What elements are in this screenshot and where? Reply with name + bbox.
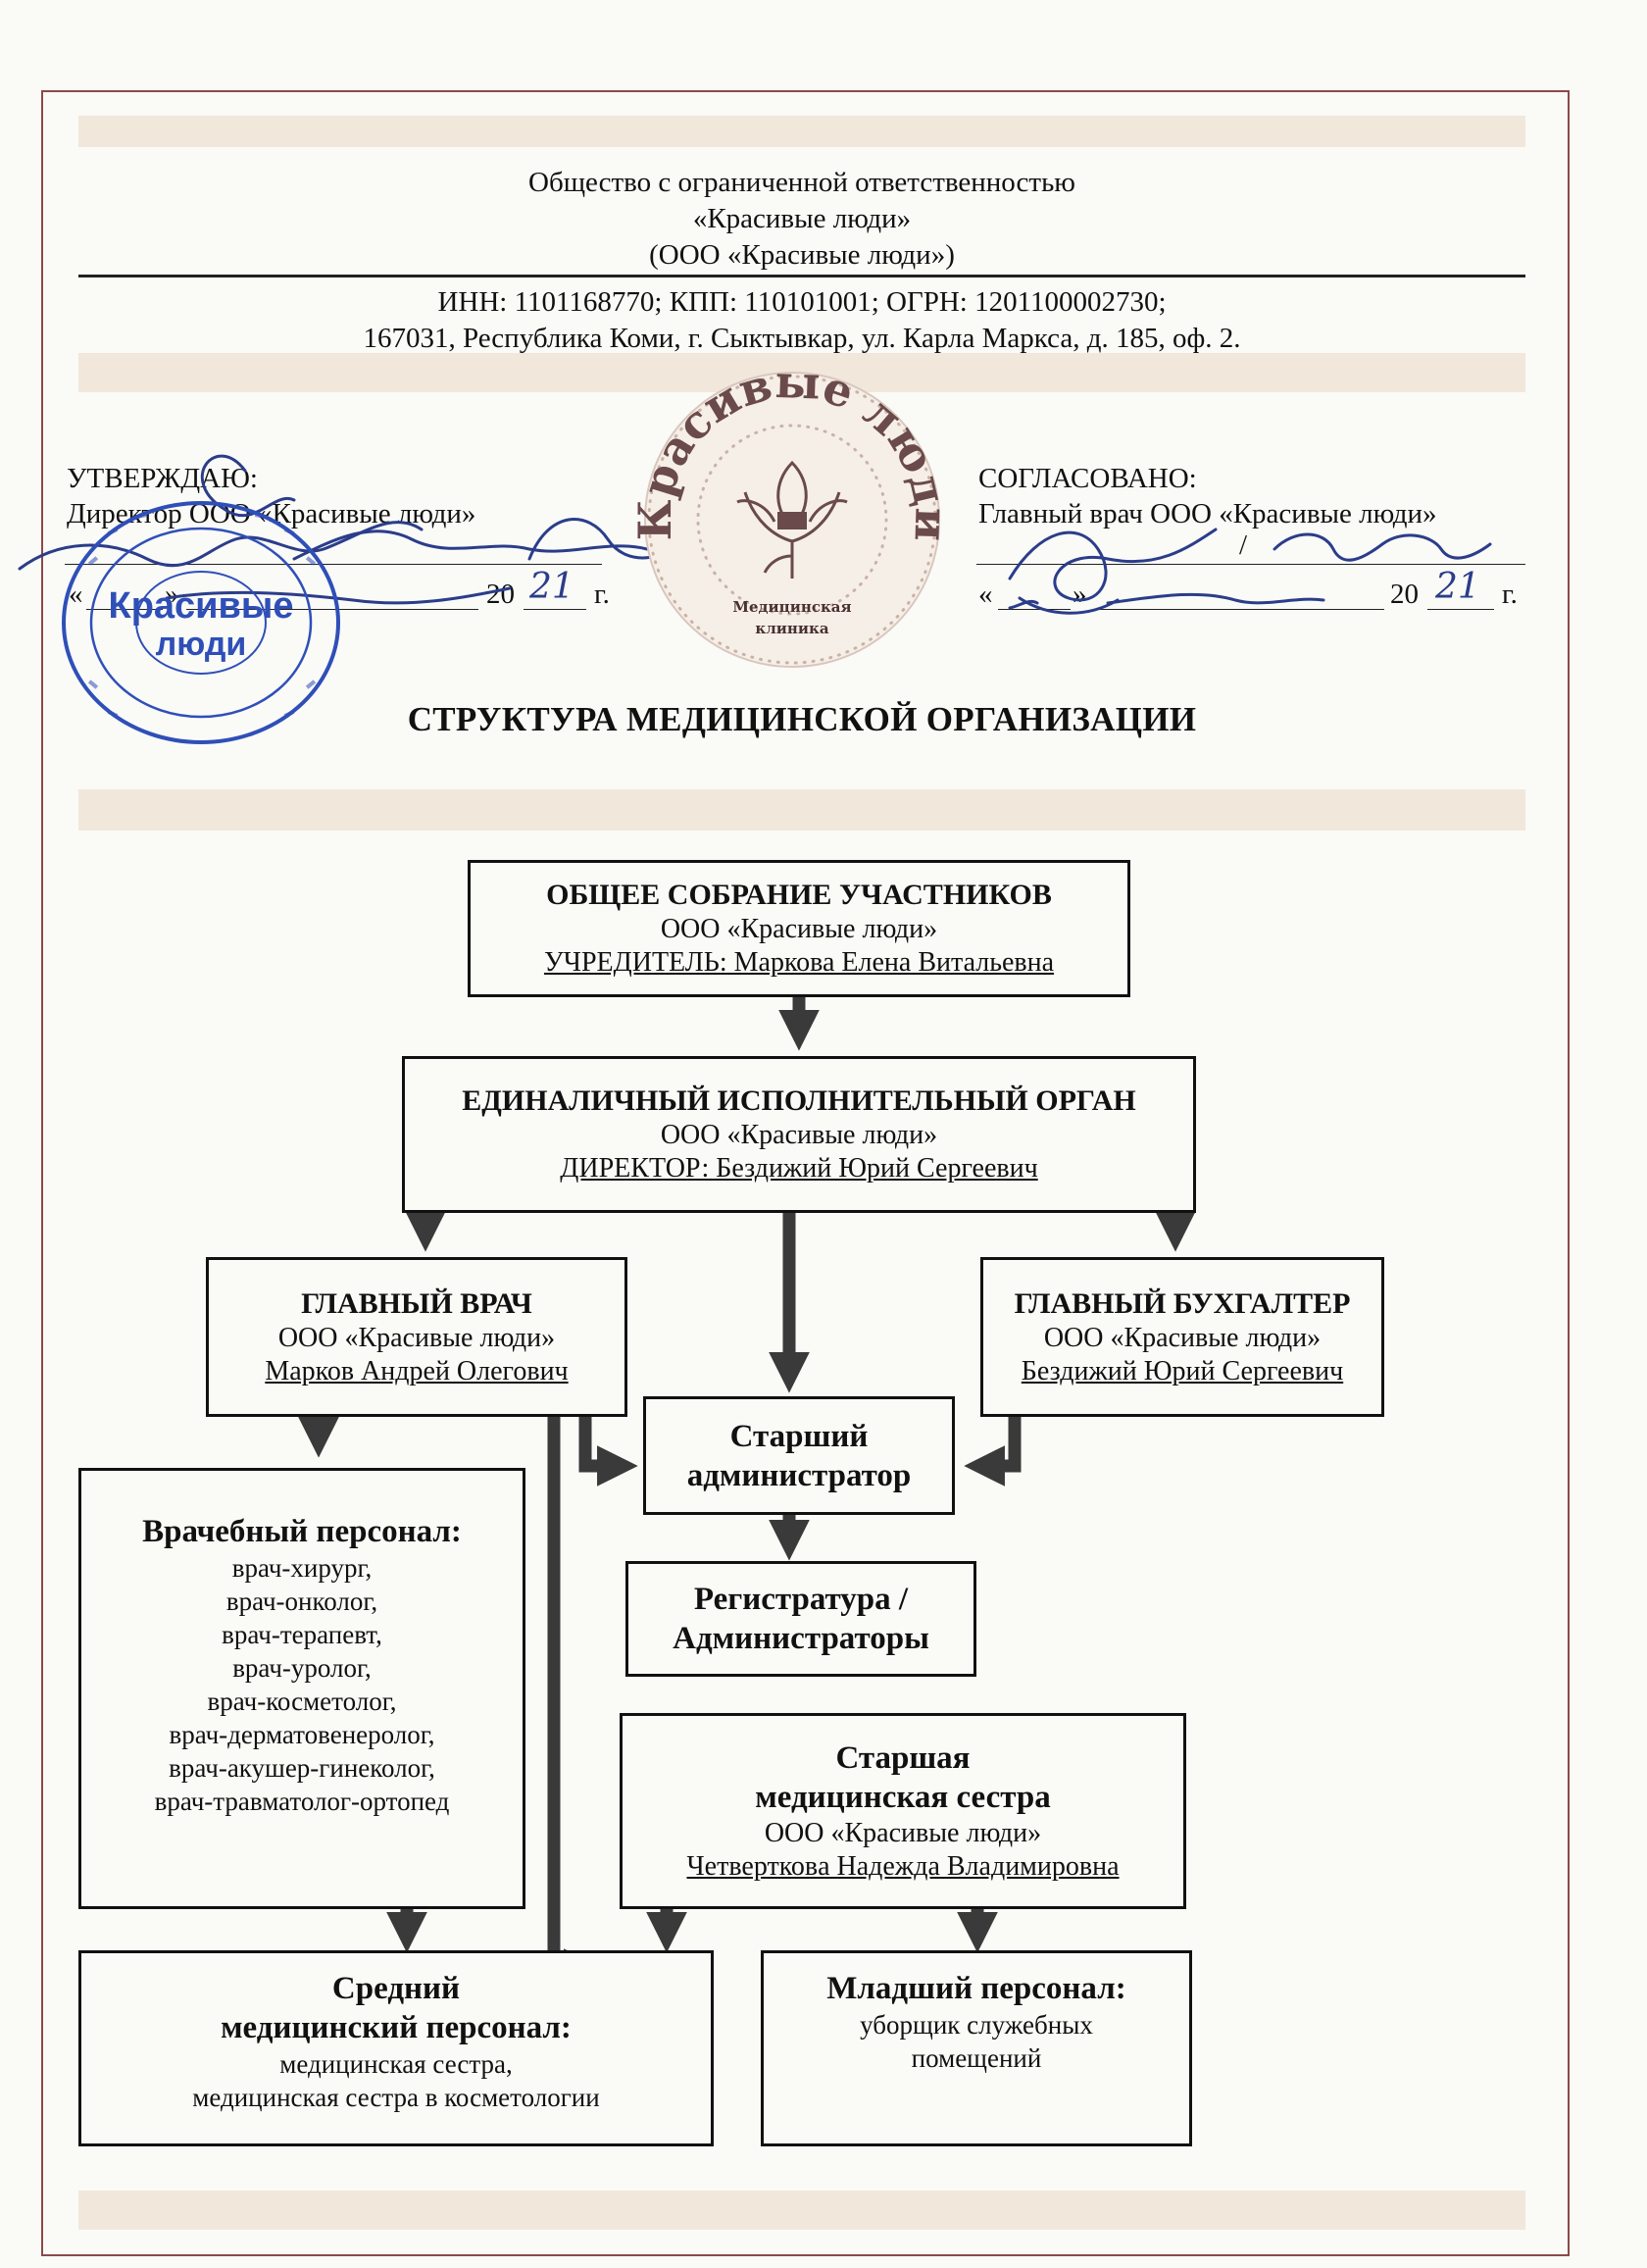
approve-signature-line	[65, 564, 602, 565]
chief-accountant-name: Бездижий Юрий Сергеевич	[1021, 1355, 1344, 1386]
agree-year-prefix: 20	[1390, 579, 1419, 610]
approve-month-line	[186, 609, 478, 610]
round-stamp: Красивые люди	[62, 501, 340, 744]
agree-year-suffix: 21	[1435, 567, 1480, 607]
approve-year-prefix: 20	[486, 579, 515, 610]
head-nurse-line1: Старшая	[835, 1740, 971, 1776]
chief-doctor-name: Марков Андрей Олегович	[265, 1355, 569, 1386]
agree-year-line	[1427, 609, 1494, 610]
agree-year-end: г.	[1502, 579, 1518, 610]
approve-day-line	[86, 609, 163, 610]
assembly-org: ООО «Красивые люди»	[660, 914, 938, 944]
junior-staff-item: помещений	[911, 2043, 1042, 2073]
approve-year-suffix: 21	[529, 567, 574, 607]
clinic-logo: Красивые люди Медицинская клиника	[628, 355, 957, 668]
agree-date-open: «	[978, 579, 993, 610]
doctors-list-item: врач-онколог,	[225, 1587, 378, 1616]
box-senior-admin: Старший администратор	[643, 1396, 955, 1515]
arrow-chief-doctor-senior-admin	[578, 1417, 638, 1487]
head-nurse-org: ООО «Красивые люди»	[764, 1818, 1042, 1848]
registry-line2: Администраторы	[673, 1621, 929, 1656]
footer-band	[78, 2191, 1525, 2230]
page-border	[41, 90, 1570, 2256]
assembly-title: ОБЩЕЕ СОБРАНИЕ УЧАСТНИКОВ	[546, 879, 1052, 911]
junior-staff-title: Младший персонал:	[826, 1971, 1126, 2006]
director-signature	[18, 454, 688, 605]
chief-accountant-title: ГЛАВНЫЙ БУХГАЛТЕР	[1014, 1286, 1351, 1320]
box-chief-accountant: ГЛАВНЫЙ БУХГАЛТЕР ООО «Красивые люди» Бе…	[980, 1257, 1384, 1417]
middle-staff-line1: Средний	[331, 1971, 461, 2006]
chief-doctor-org: ООО «Красивые люди»	[277, 1322, 556, 1353]
executive-org: ООО «Красивые люди»	[660, 1120, 938, 1150]
doctors-list-item: врач-хирург,	[231, 1553, 373, 1583]
head-nurse-line2: медицинская сестра	[755, 1780, 1051, 1815]
box-general-assembly: ОБЩЕЕ СОБРАНИЕ УЧАСТНИКОВ ООО «Красивые …	[468, 860, 1130, 997]
agree-block: СОГЛАСОВАНО: Главный врач ООО «Красивые …	[978, 461, 1437, 531]
agree-position: Главный врач ООО «Красивые люди»	[978, 498, 1437, 529]
org-codes: ИНН: 1101168770; КПП: 110101001; ОГРН: 1…	[437, 286, 1167, 318]
doctors-title: Врачебный персонал:	[142, 1514, 462, 1549]
stamp-center-line1: Красивые	[109, 585, 294, 627]
middle-staff-item: медицинская сестра,	[279, 2049, 513, 2079]
senior-admin-line2: администратор	[686, 1457, 912, 1493]
stamp-center-line2: люди	[156, 626, 247, 663]
doctors-list-item: врач-терапевт,	[222, 1620, 382, 1649]
junior-staff-item: уборщик служебных	[860, 2010, 1093, 2040]
document-title: СТРУКТУРА МЕДИЦИНСКОЙ ОРГАНИЗАЦИИ	[407, 700, 1197, 738]
org-name-line: Общество с ограниченной ответственностью	[528, 167, 1075, 198]
org-address: 167031, Республика Коми, г. Сыктывкар, у…	[363, 323, 1241, 354]
box-middle-staff: Средний медицинский персонал: медицинска…	[78, 1950, 714, 2146]
chief-doctor-signature	[1008, 528, 1492, 615]
assembly-founder: УЧРЕДИТЕЛЬ: Маркова Елена Витальевна	[543, 947, 1055, 978]
header-divider	[78, 275, 1525, 277]
approve-date-close: »	[165, 579, 179, 610]
agree-date-close: »	[1073, 579, 1087, 610]
doctors-list-item: врач-акушер-гинеколог,	[169, 1753, 435, 1783]
agree-signature-line	[976, 564, 1525, 565]
chief-doctor-title: ГЛАВНЫЙ ВРАЧ	[301, 1286, 532, 1320]
approve-year-end: г.	[594, 579, 610, 610]
logo-subtitle-1: Медицинская	[732, 598, 851, 616]
executive-title: ЕДИНАЛИЧНЫЙ ИСПОЛНИТЕЛЬНЫЙ ОРГАН	[462, 1084, 1136, 1117]
agree-day-line	[998, 609, 1071, 610]
chart-band-top	[78, 789, 1525, 831]
approve-label: УТВЕРЖДАЮ:	[67, 463, 258, 494]
org-short-name: «Красивые люди»	[692, 203, 912, 234]
chief-accountant-org: ООО «Красивые люди»	[1043, 1322, 1322, 1353]
doctors-list-item: врач-дерматовенеролог,	[169, 1720, 435, 1749]
box-doctors: Врачебный персонал: врач-хирург, врач-он…	[78, 1468, 525, 1909]
org-header: Общество с ограниченной ответственностью…	[78, 165, 1525, 274]
registry-line1: Регистратура /	[693, 1582, 909, 1617]
executive-director: ДИРЕКТОР: Бездижий Юрий Сергеевич	[560, 1153, 1038, 1184]
box-executive: ЕДИНАЛИЧНЫЙ ИСПОЛНИТЕЛЬНЫЙ ОРГАН ООО «Кр…	[402, 1056, 1196, 1213]
agree-slash: /	[1239, 529, 1248, 561]
doctors-list-item: врач-косметолог,	[207, 1687, 397, 1716]
doctors-list-item: врач-травматолог-ортопед	[154, 1787, 450, 1816]
logo-subtitle-2: клиника	[755, 620, 828, 637]
agree-label: СОГЛАСОВАНО:	[978, 463, 1197, 494]
arrow-chief-accountant-senior-admin	[964, 1417, 1022, 1487]
org-requisites: ИНН: 1101168770; КПП: 110101001; ОГРН: 1…	[78, 284, 1525, 357]
head-nurse-name: Четвертковa Надежда Владимировна	[686, 1851, 1120, 1882]
arrow-chief-doctor-head-nurse	[547, 1417, 605, 1990]
doctors-list-item: врач-уролог,	[232, 1653, 372, 1683]
middle-staff-line2: медицинский персонал:	[221, 2010, 572, 2045]
box-junior-staff: Младший персонал: уборщик служебных поме…	[761, 1950, 1192, 2146]
box-registry: Регистратура / Администраторы	[625, 1561, 976, 1677]
box-head-nurse: Старшая медицинская сестра ООО «Красивые…	[620, 1713, 1186, 1909]
middle-staff-item: медицинская сестра в косметологии	[192, 2083, 600, 2112]
header-band-top	[78, 116, 1525, 147]
box-chief-doctor: ГЛАВНЫЙ ВРАЧ ООО «Красивые люди» Марков …	[206, 1257, 627, 1417]
org-abbrev: (ООО «Красивые люди»)	[649, 239, 955, 271]
agree-month-line	[1096, 609, 1384, 610]
approve-year-line	[524, 609, 586, 610]
senior-admin-line1: Старший	[729, 1418, 869, 1454]
